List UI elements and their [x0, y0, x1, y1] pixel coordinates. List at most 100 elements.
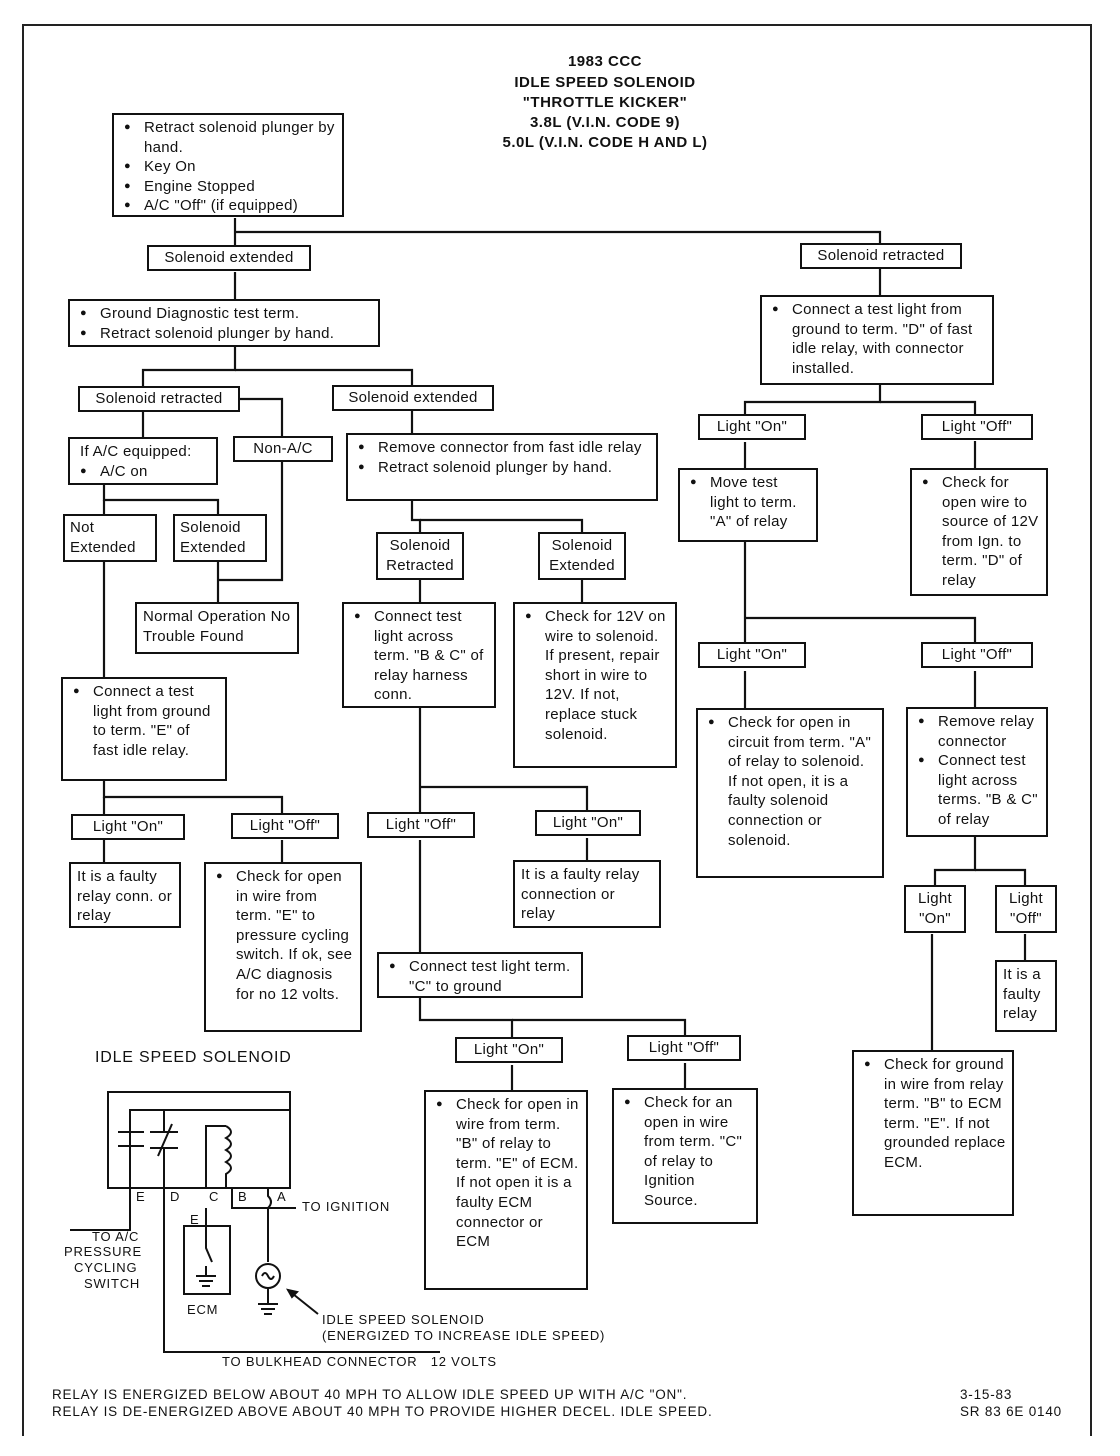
- faulty-relay-connection-box: It is a faulty relay connection or relay: [513, 860, 661, 928]
- check-12v-term-d-box: Check for open wire to source of 12V fro…: [910, 468, 1048, 596]
- switch-label: SWITCH: [84, 1276, 141, 1291]
- connector-line: [218, 462, 284, 582]
- ecm-terminal-e-label: E: [190, 1212, 200, 1227]
- step-item: Check for open in circuit from term. "A"…: [708, 713, 876, 850]
- step-item: Remove relay connector: [918, 712, 1040, 751]
- normal-operation-box: Normal Operation No Trouble Found: [135, 602, 299, 654]
- label-solenoid-retracted-2: Solenoid Retracted: [376, 532, 464, 580]
- label-solenoid-extended-2: Solenoid extended: [332, 385, 494, 411]
- connector-line: [235, 230, 882, 243]
- start-step: A/C "Off" (if equipped): [124, 196, 336, 216]
- step-item: Connect a test light from ground to term…: [73, 682, 219, 760]
- step-item: Check for an open in wire from term. "C"…: [624, 1093, 750, 1211]
- label-solenoid-extended-3: Solenoid Extended: [173, 514, 267, 562]
- check-open-term-a-box: Check for open in circuit from term. "A"…: [696, 708, 884, 878]
- remove-relay-connector-box: Remove relay connector Connect test ligh…: [906, 707, 1048, 837]
- ground-diagnostic-box: Ground Diagnostic test term. Retract sol…: [68, 299, 380, 347]
- label-light-on-6: Light "On": [904, 885, 966, 933]
- step-item: Check for open in wire from term. "B" of…: [436, 1095, 580, 1252]
- step-item: Retract solenoid plunger by hand.: [80, 324, 372, 344]
- terminal-e-label: E: [136, 1189, 146, 1204]
- footer-note-2: RELAY IS DE-ENERGIZED ABOVE ABOUT 40 MPH…: [52, 1404, 713, 1419]
- footer-code: SR 83 6E 0140: [960, 1404, 1062, 1419]
- solenoid-callout-label: IDLE SPEED SOLENOID: [322, 1312, 485, 1327]
- pressure-label: PRESSURE: [64, 1244, 142, 1259]
- label-light-off-2: Light "Off": [367, 812, 475, 838]
- label-not-extended: Not Extended: [63, 514, 157, 562]
- label-light-on-4: Light "On": [698, 414, 806, 440]
- solenoid-callout-sub: (ENERGIZED TO INCREASE IDLE SPEED): [322, 1328, 606, 1343]
- step-item: Connect test light term. "C" to ground: [389, 957, 575, 996]
- footer-date: 3-15-83: [960, 1387, 1013, 1402]
- connector-line: [512, 1018, 687, 1035]
- to-ac-label: TO A/C: [92, 1229, 140, 1244]
- relay-contact-symbol: [150, 1110, 178, 1188]
- header-engine-2: 5.0L (V.I.N. CODE H AND L): [502, 134, 708, 151]
- ac-equipped-text: If A/C equipped:: [80, 443, 192, 460]
- header-title: IDLE SPEED SOLENOID: [514, 74, 696, 91]
- connector-line: [418, 998, 514, 1037]
- move-test-light-box: Move test light to term. "A" of relay: [678, 468, 818, 542]
- connect-term-bc-box: Connect test light across term. "B & C" …: [342, 602, 496, 708]
- connector-line: [880, 400, 977, 414]
- footer-note-1: RELAY IS ENERGIZED BELOW ABOUT 40 MPH TO…: [52, 1387, 688, 1402]
- check-12v-box: Check for 12V on wire to solenoid. If pr…: [513, 602, 677, 768]
- connector-line: [420, 518, 584, 532]
- header-engine-1: 3.8L (V.I.N. CODE 9): [529, 114, 681, 131]
- label-light-on-5: Light "On": [698, 642, 806, 668]
- connector-line: [933, 837, 977, 885]
- check-open-term-b-box: Check for open in wire from term. "B" of…: [424, 1090, 588, 1290]
- start-step: Retract solenoid plunger by hand.: [124, 118, 336, 157]
- step-item: Connect a test light from ground to term…: [772, 300, 986, 378]
- label-solenoid-retracted: Solenoid retracted: [78, 386, 240, 412]
- label-light-on-2: Light "On": [535, 810, 641, 836]
- terminal-a-label: A: [277, 1189, 287, 1204]
- connector-line: [975, 868, 1027, 885]
- label-light-off-6: Light "Off": [995, 885, 1057, 933]
- page-frame: [22, 24, 1092, 1436]
- label-light-off-5: Light "Off": [921, 642, 1033, 668]
- start-step: Key On: [124, 157, 336, 177]
- terminal-b-label: B: [238, 1189, 248, 1204]
- connector-line: [420, 785, 589, 810]
- faulty-relay-box: It is a faulty relay conn. or relay: [69, 862, 181, 928]
- step-item: Ground Diagnostic test term.: [80, 304, 372, 324]
- label-light-off: Light "Off": [231, 813, 339, 839]
- schematic-title: IDLE SPEED SOLENOID: [95, 1049, 292, 1066]
- remove-connector-box: Remove connector from fast idle relay Re…: [346, 433, 658, 501]
- connector-line: [102, 485, 220, 514]
- label-light-off-4: Light "Off": [921, 414, 1033, 440]
- check-open-term-e-box: Check for open in wire from term. "E" to…: [204, 862, 362, 1032]
- connect-term-d-box: Connect a test light from ground to term…: [760, 295, 994, 385]
- relay-schematic: [70, 1091, 440, 1353]
- label-light-off-3: Light "Off": [627, 1035, 741, 1061]
- connector-line: [410, 501, 422, 532]
- ac-equipped-box: If A/C equipped: A/C on: [68, 437, 218, 485]
- bulkhead-label: TO BULKHEAD CONNECTOR 12 VOLTS: [222, 1354, 497, 1369]
- ac-on-item: A/C on: [80, 462, 210, 482]
- terminal-d-label: D: [170, 1189, 181, 1204]
- connect-term-c-box: Connect test light term. "C" to ground: [377, 952, 583, 998]
- connector-line: [745, 616, 977, 642]
- step-item: Check for open in wire from term. "E" to…: [216, 867, 354, 1004]
- label-non-ac: Non-A/C: [233, 436, 333, 462]
- step-item: Connect test light across terms. "B & C"…: [918, 751, 1040, 829]
- step-item: Retract solenoid plunger by hand.: [358, 458, 650, 478]
- connector-line: [141, 346, 237, 387]
- label-solenoid-extended: Solenoid extended: [147, 245, 311, 271]
- label-solenoid-retracted-3: Solenoid retracted: [800, 243, 962, 269]
- header-year: 1983 CCC: [567, 53, 643, 70]
- step-item: Check for open wire to source of 12V fro…: [922, 473, 1040, 591]
- label-solenoid-extended-4: Solenoid Extended: [538, 532, 626, 580]
- step-item: Check for 12V on wire to solenoid. If pr…: [525, 607, 669, 744]
- check-open-term-c-box: Check for an open in wire from term. "C"…: [612, 1088, 758, 1224]
- step-item: Check for ground in wire from relay term…: [864, 1055, 1006, 1173]
- connect-term-e-box: Connect a test light from ground to term…: [61, 677, 227, 781]
- header-subtitle: "THROTTLE KICKER": [522, 94, 688, 111]
- relay-housing: [107, 1091, 291, 1189]
- label-light-on: Light "On": [71, 814, 185, 840]
- terminal-c-label: C: [209, 1189, 220, 1204]
- check-ground-box: Check for ground in wire from relay term…: [852, 1050, 1014, 1216]
